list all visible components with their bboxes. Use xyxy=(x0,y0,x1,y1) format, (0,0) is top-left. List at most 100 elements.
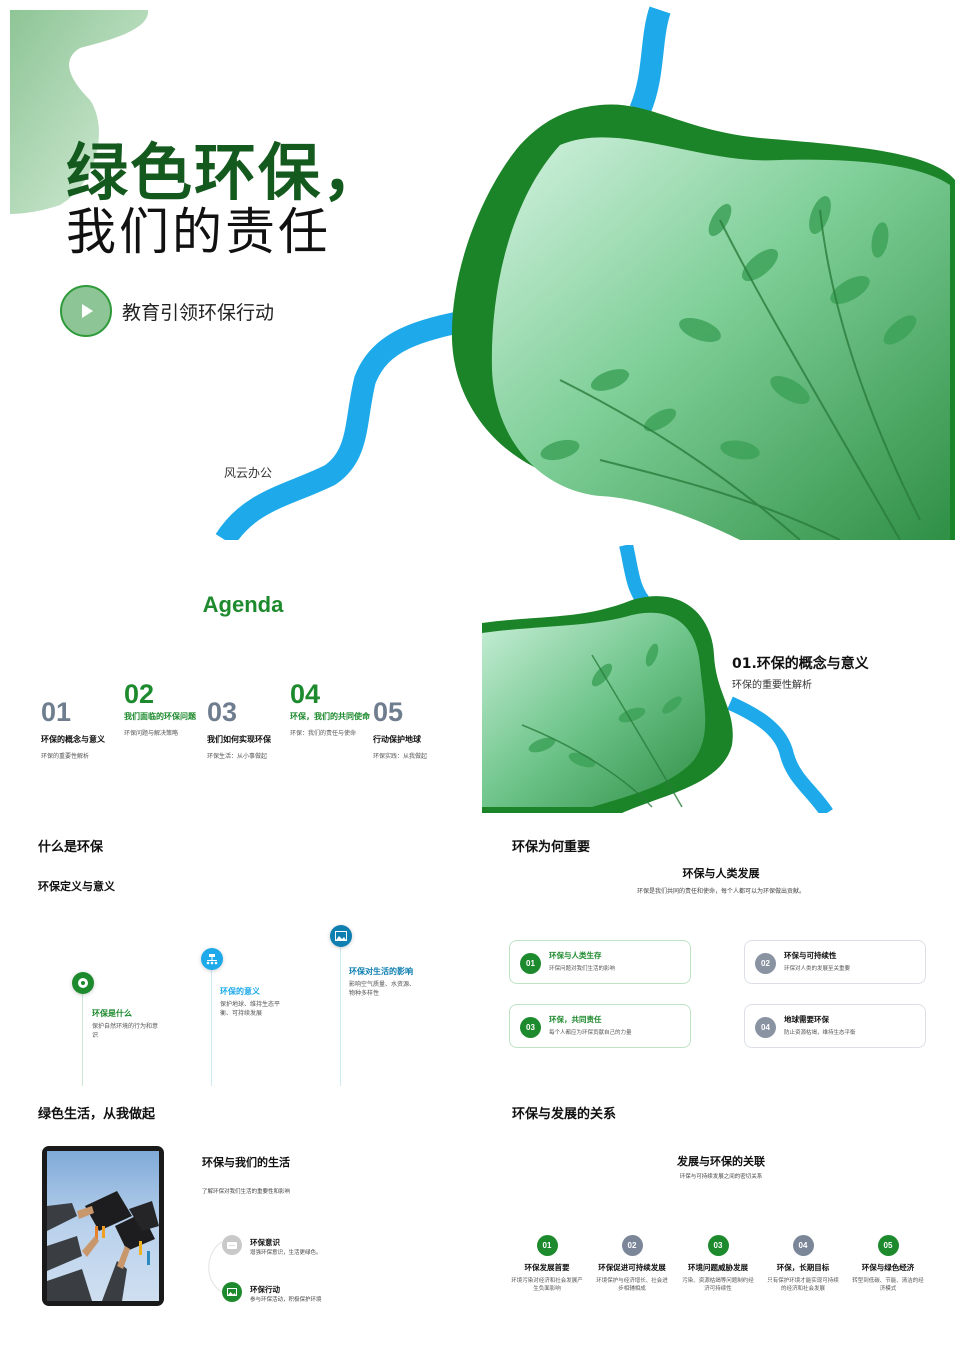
step-number: 04 xyxy=(792,1235,814,1256)
tablet-frame xyxy=(42,1146,164,1306)
timeline-desc: 影响空气质量、水资源、物种多样性 xyxy=(349,981,416,997)
slide-development[interactable]: 环保与发展的关系 发展与环保的关联 环保与可持续发展之间的密切关系 01 环保发… xyxy=(482,1090,960,1352)
step-title: 环保发展首要 xyxy=(524,1263,570,1272)
agenda-item-title: 我们如何实现环保 xyxy=(207,735,271,744)
agenda-item-03[interactable]: 03 我们如何实现环保 环保生活：从小事做起 xyxy=(207,698,302,760)
image-icon xyxy=(227,1288,237,1296)
card-title: 环保与可持续性 xyxy=(784,951,837,960)
cover-subtitle: 教育引领环保行动 xyxy=(122,302,275,324)
agenda-item-desc: 环保：我们的责任与使命 xyxy=(290,730,357,737)
agenda-number: 03 xyxy=(207,697,238,727)
step-title: 环保促进可持续发展 xyxy=(598,1263,666,1272)
card-title: 环保，共同责任 xyxy=(549,1015,602,1024)
agenda-number: 01 xyxy=(41,697,72,727)
agenda-item-desc: 环保生活：从小事做起 xyxy=(207,753,268,760)
green-life-heading: 环保与我们的生活 xyxy=(202,1156,290,1169)
slide-title: 环保与发展的关系 xyxy=(512,1107,617,1122)
cover-title-line2: 我们的责任 xyxy=(66,203,331,261)
dev-step-05[interactable]: 05 环保与绿色经济 转型到低碳、节能、清洁的经济模式 xyxy=(845,1235,931,1293)
card-number: 04 xyxy=(755,1017,776,1038)
timeline-node-1[interactable] xyxy=(72,972,94,994)
cover-title-line1: 绿色环保， xyxy=(66,136,387,209)
green-life-intro: 了解环保对我们生活的重要性和影响 xyxy=(202,1189,291,1195)
card-03[interactable]: 03 环保，共同责任 每个人都应为环保贡献自己的力量 xyxy=(509,1004,691,1048)
step-title: 环保，长期目标 xyxy=(776,1263,830,1272)
slide-title: 什么是环保 xyxy=(38,840,104,855)
agenda-item-title: 环保，我们的共同使命 xyxy=(290,712,370,721)
point-desc: 参与环保活动，积极保护环境 xyxy=(250,1297,322,1303)
card-02[interactable]: 02 环保与可持续性 环保对人类的发展至关重要 xyxy=(744,940,926,984)
agenda-item-desc: 环保实践：从我做起 xyxy=(373,753,428,760)
card-title: 地球需要环保 xyxy=(784,1015,829,1024)
card-01[interactable]: 01 环保与人类生存 环保问题对我们生活的影响 xyxy=(509,940,691,984)
timeline-desc: 保护地球、维持生态平衡、可持续发展 xyxy=(220,1001,281,1017)
slide-what-is[interactable]: 什么是环保 环保定义与意义 环保是什么 保护自然环境的行为和意识 环保的意义 保… xyxy=(0,818,478,1086)
card-desc: 环保问题对我们生活的影响 xyxy=(549,966,616,972)
point-icon-circle-1 xyxy=(222,1235,242,1255)
step-desc: 环境保护与经济增长、社会进步相辅相成 xyxy=(596,1278,668,1292)
timeline-line xyxy=(82,990,83,1086)
dev-heading: 发展与环保的关联 xyxy=(677,1155,765,1168)
point-desc: 增强环保意识，生活更绿色。 xyxy=(250,1250,322,1256)
card-desc: 环保对人类的发展至关重要 xyxy=(784,966,851,972)
card-title: 环保与人类生存 xyxy=(549,951,602,960)
agenda-item-04[interactable]: 04 环保，我们的共同使命 环保：我们的责任与使命 xyxy=(290,680,385,737)
hierarchy-icon xyxy=(206,954,218,965)
point-icon-circle-2 xyxy=(222,1282,242,1302)
dev-intro: 环保与可持续发展之间的密切关系 xyxy=(679,1174,763,1180)
agenda-item-title: 行动保护地球 xyxy=(373,735,421,744)
step-desc: 环境污染对经济和社会发展产生负面影响 xyxy=(511,1278,583,1292)
card-desc: 每个人都应为环保贡献自己的力量 xyxy=(549,1030,632,1036)
card-04[interactable]: 04 地球需要环保 防止资源枯竭，维持生态平衡 xyxy=(744,1004,926,1048)
dev-step-03[interactable]: 03 环境问题威胁发展 污染、资源枯竭等问题制约经济可持续性 xyxy=(675,1235,761,1293)
connector-arc xyxy=(208,1241,223,1293)
timeline-title: 环保对生活的影响 xyxy=(349,967,413,976)
step-number: 02 xyxy=(621,1235,643,1256)
agenda-item-01[interactable]: 01 环保的概念与意义 环保的重要性解析 xyxy=(41,698,136,760)
agenda-item-desc: 环保的重要性解析 xyxy=(41,753,90,760)
dev-step-02[interactable]: 02 环保促进可持续发展 环境保护与经济增长、社会进步相辅相成 xyxy=(589,1235,675,1293)
cover-decoration xyxy=(10,6,955,540)
agenda-item-title: 我们面临的环保问题 xyxy=(124,712,196,721)
slide-section-01[interactable]: 01.环保的概念与意义 环保的重要性解析 xyxy=(482,545,960,813)
timeline-title: 环保的意义 xyxy=(220,987,260,996)
step-number: 05 xyxy=(877,1235,899,1256)
point-title: 环保意识 xyxy=(250,1238,280,1247)
section-subtitle: 环保的重要性解析 xyxy=(732,680,812,691)
why-intro: 环保是我们共同的责任和使命，每个人都可以为环保做出贡献。 xyxy=(636,888,805,895)
point-title: 环保行动 xyxy=(250,1285,280,1294)
cover-brand: 风云办公 xyxy=(224,466,273,480)
timeline-node-3[interactable] xyxy=(330,925,352,947)
slide-why-important[interactable]: 环保为何重要 环保与人类发展 环保是我们共同的责任和使命，每个人都可以为环保做出… xyxy=(482,818,960,1086)
timeline-line xyxy=(211,966,212,1086)
agenda-item-02[interactable]: 02 我们面临的环保问题 环保问题与解决策略 xyxy=(124,680,219,737)
agenda-title: Agenda xyxy=(202,592,284,617)
timeline-title: 环保是什么 xyxy=(92,1009,132,1018)
card-number: 03 xyxy=(520,1017,541,1038)
why-heading: 环保与人类发展 xyxy=(682,867,760,880)
timeline-node-2[interactable] xyxy=(201,948,223,970)
slide-cover[interactable]: 绿色环保， 我们的责任 教育引领环保行动 风云办公 xyxy=(0,0,960,540)
section-title: 01.环保的概念与意义 xyxy=(732,656,869,672)
target-icon xyxy=(78,978,88,988)
slide-green-life[interactable]: 绿色生活，从我做起 xyxy=(0,1090,478,1352)
slide-title: 绿色生活，从我做起 xyxy=(38,1107,156,1122)
agenda-item-desc: 环保问题与解决策略 xyxy=(124,730,179,737)
graduation-caps-photo xyxy=(47,1151,159,1301)
slide-agenda[interactable]: Agenda 01 环保的概念与意义 环保的重要性解析 02 我们面临的环保问题… xyxy=(0,545,478,813)
agenda-number: 04 xyxy=(290,679,321,709)
card-number: 01 xyxy=(520,953,541,974)
dev-step-01[interactable]: 01 环保发展首要 环境污染对经济和社会发展产生负面影响 xyxy=(504,1235,590,1293)
timeline-desc: 保护自然环境的行为和意识 xyxy=(92,1023,159,1039)
dev-step-04[interactable]: 04 环保，长期目标 只有保护环境才能实现可持续的经济和社会发展 xyxy=(760,1235,846,1293)
card-number: 02 xyxy=(755,953,776,974)
play-button[interactable] xyxy=(60,285,112,337)
step-desc: 只有保护环境才能实现可持续的经济和社会发展 xyxy=(767,1278,839,1292)
agenda-number: 05 xyxy=(373,697,404,727)
agenda-item-05[interactable]: 05 行动保护地球 环保实践：从我做起 xyxy=(373,698,468,760)
chat-icon xyxy=(227,1241,237,1249)
step-desc: 污染、资源枯竭等问题制约经济可持续性 xyxy=(682,1278,754,1292)
image-icon xyxy=(335,931,347,941)
step-title: 环境问题威胁发展 xyxy=(688,1263,748,1272)
agenda-item-title: 环保的概念与意义 xyxy=(41,735,105,744)
